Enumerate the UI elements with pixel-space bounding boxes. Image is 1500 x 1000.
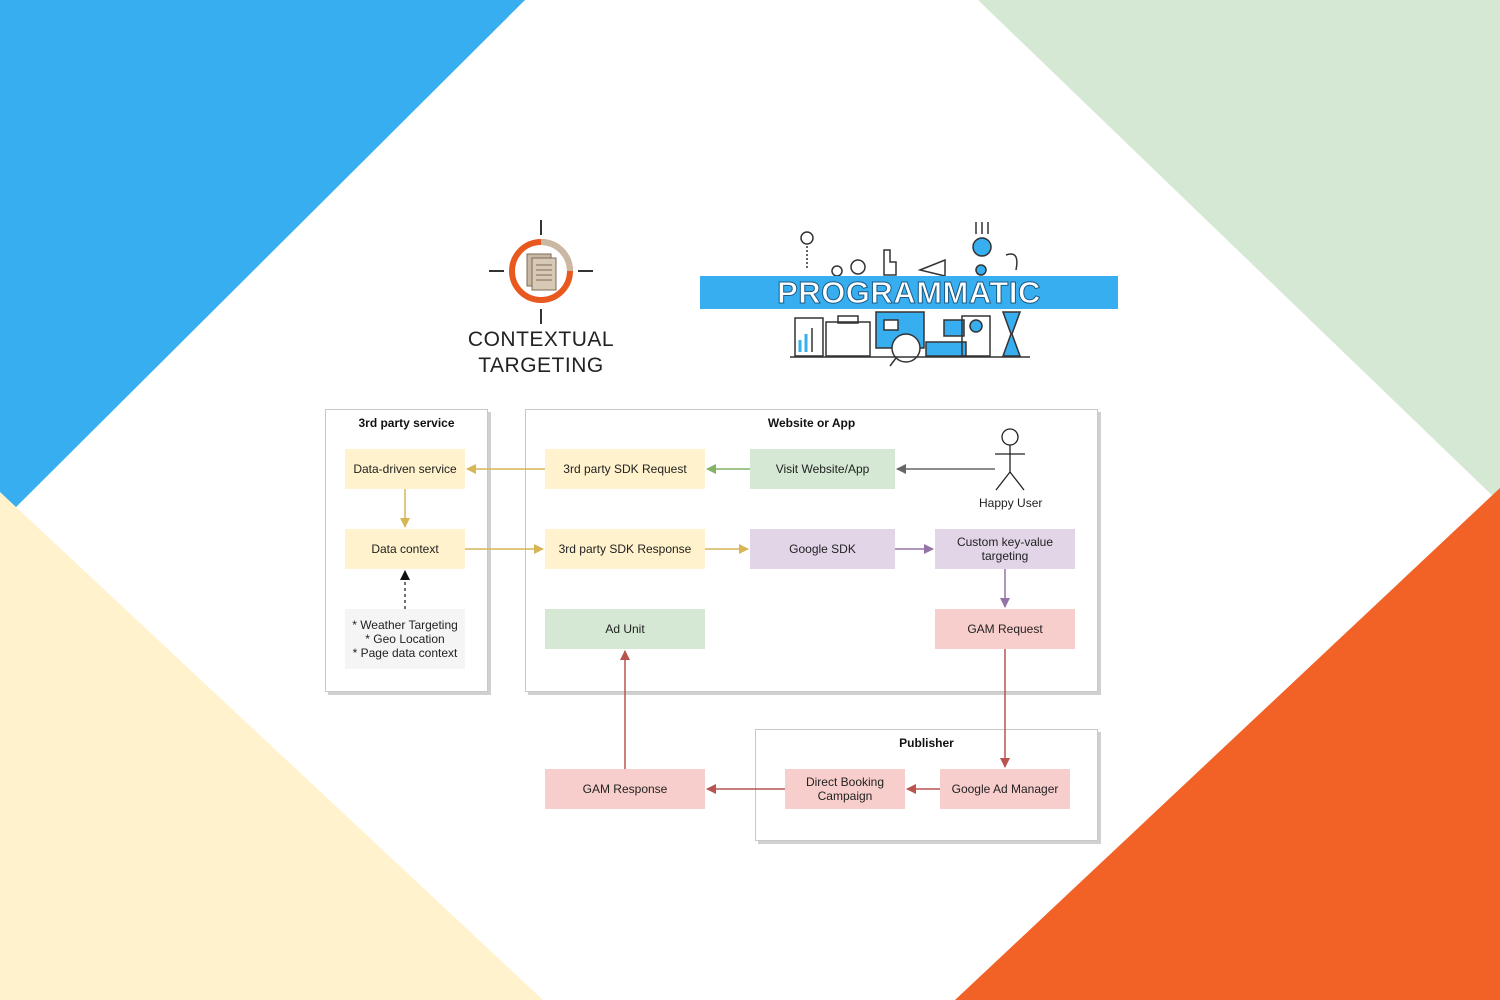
magnifier-icon (891, 333, 921, 363)
contextual-targeting-wordmark: CONTEXTUAL TARGETING (460, 327, 622, 379)
happy-user-icon (995, 428, 1025, 491)
node-direct-booking-campaign: Direct Booking Campaign (785, 769, 905, 809)
report-icon (961, 315, 991, 357)
bg-blue-triangle (0, 0, 525, 523)
hand-pointer-icon (883, 249, 897, 276)
envelope-icon (943, 319, 965, 337)
group-title-publisher: Publisher (899, 736, 954, 750)
gear-icon (800, 231, 814, 245)
node-google-ad-manager: Google Ad Manager (940, 769, 1070, 809)
bg-cream-triangle (0, 492, 543, 1000)
node-google-sdk: Google SDK (750, 529, 895, 569)
briefcase-icon (825, 321, 871, 357)
group-title-third-party: 3rd party service (358, 416, 455, 430)
document-icon (526, 253, 557, 291)
contextual-targeting-line1: CONTEXTUAL (467, 328, 615, 351)
node-ad-unit: Ad Unit (545, 609, 705, 649)
happy-user-label: Happy User (979, 496, 1043, 510)
programmatic-wordmark: PROGRAMMATIC (777, 274, 1041, 310)
contextual-targeting-line2: TARGETING (478, 354, 604, 377)
node-gam-request: GAM Request (935, 609, 1075, 649)
pie-chart-icon (972, 237, 992, 257)
group-title-website: Website or App (767, 416, 856, 430)
node-sdk-response: 3rd party SDK Response (545, 529, 705, 569)
bar-chart-icon (794, 317, 824, 357)
node-context-list: * Weather Targeting * Geo Location * Pag… (345, 609, 465, 669)
node-custom-kv-targeting: Custom key-value targeting (935, 529, 1075, 569)
node-gam-response: GAM Response (545, 769, 705, 809)
node-sdk-request: 3rd party SDK Request (545, 449, 705, 489)
speech-bubble-icon (850, 259, 866, 275)
bg-green-triangle (978, 0, 1500, 503)
crosshair-icon (489, 220, 593, 324)
node-visit-website: Visit Website/App (750, 449, 895, 489)
bg-orange-triangle (955, 488, 1500, 1000)
programmatic-band (700, 276, 1118, 309)
node-data-context: Data context (345, 529, 465, 569)
hourglass-icon (1001, 311, 1022, 357)
node-data-driven-service: Data-driven service (345, 449, 465, 489)
